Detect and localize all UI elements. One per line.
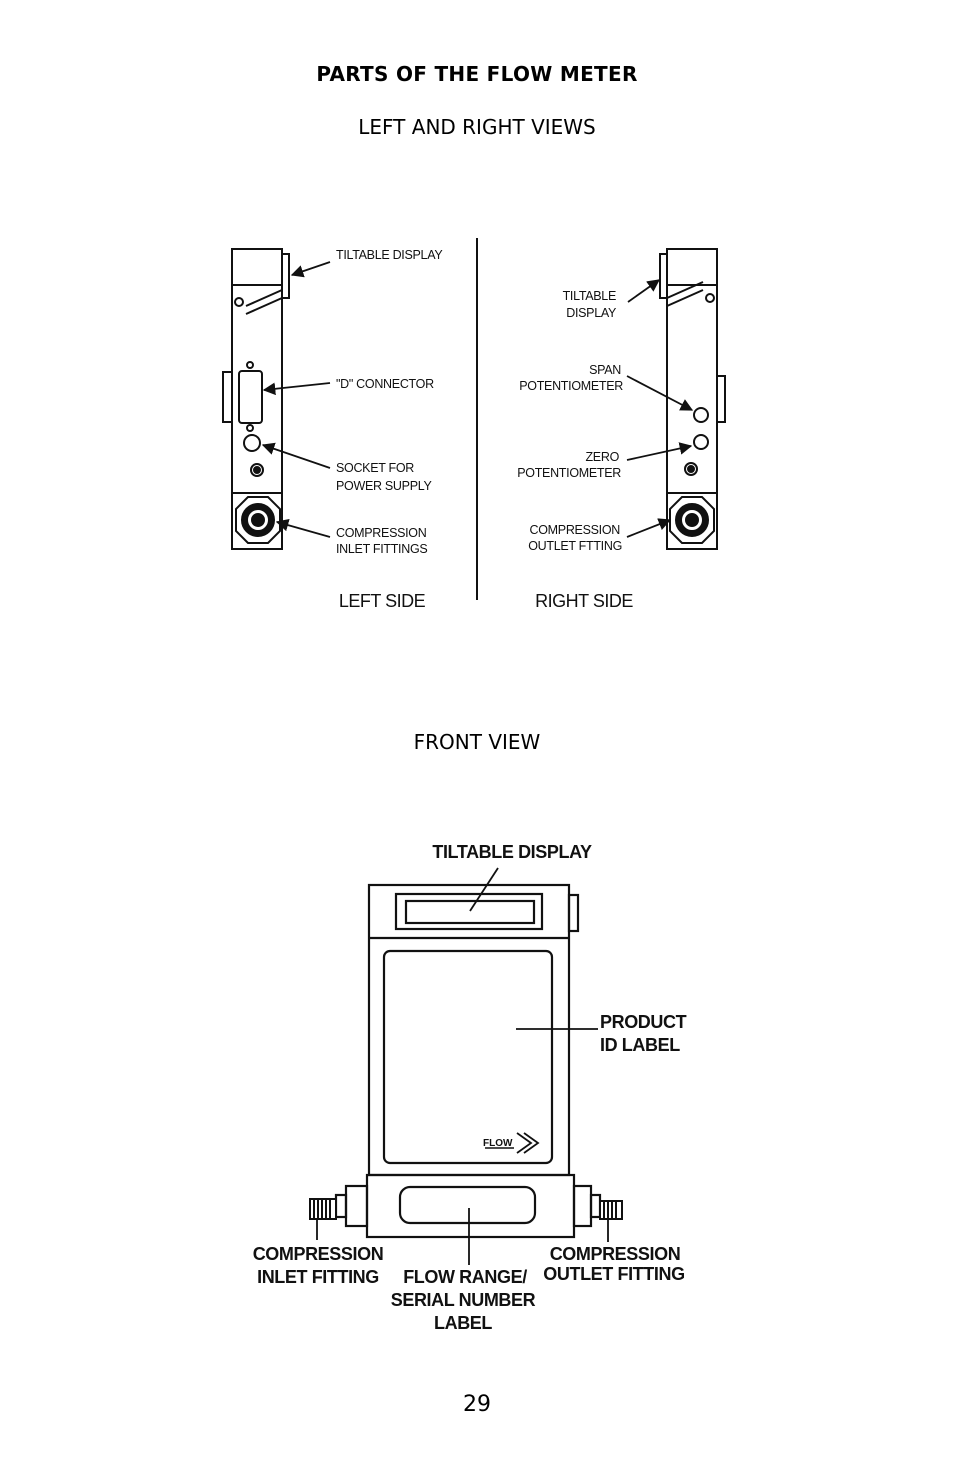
left-label-socket-line1: SOCKET FOR (336, 461, 414, 475)
right-label-tiltable-line1: TILTABLE (563, 289, 616, 303)
left-screw-icon (234, 297, 244, 307)
span-potentiometer-icon (693, 407, 709, 423)
front-label-outlet-line2: OUTLET FITTING (543, 1264, 684, 1284)
inlet-threads-icon (309, 1198, 337, 1220)
front-label-outlet-line1: COMPRESSION (550, 1244, 681, 1264)
right-label-zero-line2: POTENTIOMETER (517, 466, 621, 480)
section-heading-side-views: LEFT AND RIGHT VIEWS (358, 115, 596, 139)
left-label-d-connector: "D" CONNECTOR (336, 377, 434, 391)
front-display-side-edge (567, 893, 580, 933)
right-label-zero-line1: ZERO (585, 450, 619, 464)
outlet-fitting-nut (572, 1184, 593, 1228)
front-label-inlet-line2: INLET FITTING (257, 1267, 379, 1287)
flow-range-label-area (398, 1185, 537, 1225)
left-label-compression-line2: INLET FITTINGS (336, 542, 427, 556)
inlet-fitting-nut-icon (235, 496, 281, 544)
front-label-range-line3: LABEL (434, 1313, 492, 1333)
right-label-tiltable-line2: DISPLAY (566, 306, 617, 320)
front-view (334, 883, 602, 1239)
left-connector-flange (222, 371, 233, 423)
left-leader-lines (261, 261, 331, 538)
front-label-range-line2: SERIAL NUMBER (391, 1290, 536, 1310)
power-socket-icon (243, 434, 261, 452)
flow-marker-text: FLOW (483, 1138, 513, 1149)
left-side-view (222, 248, 290, 550)
left-label-compression-line1: COMPRESSION (336, 526, 427, 540)
right-side-view (659, 248, 726, 550)
section-heading-front-view: FRONT VIEW (413, 730, 541, 754)
right-label-span-line1: SPAN (589, 363, 621, 377)
outlet-fitting-nut-icon (669, 496, 715, 544)
left-label-socket-line2: POWER SUPPLY (336, 479, 432, 493)
page-number: 29 (463, 1392, 491, 1417)
d-connector-icon (238, 370, 263, 424)
front-label-product-line1: PRODUCT (600, 1012, 687, 1032)
front-label-range-line1: FLOW RANGE/ (403, 1267, 527, 1287)
front-base-block (365, 1173, 576, 1239)
right-leader-lines (626, 279, 694, 538)
right-screw-icon (705, 293, 715, 303)
front-label-product-line2: ID LABEL (600, 1035, 680, 1055)
front-leader-lines (316, 867, 609, 1265)
left-display-edge (281, 253, 290, 299)
right-label-compression-line2: OUTLET FTTING (528, 539, 622, 553)
right-label-compression-line1: COMPRESSION (530, 523, 621, 537)
front-label-tiltable-display: TILTABLE DISPLAY (432, 842, 592, 862)
right-side-caption: RIGHT SIDE (535, 591, 633, 611)
flow-arrow-icon (516, 1132, 540, 1154)
left-label-tiltable-display: TILTABLE DISPLAY (336, 248, 443, 262)
zero-potentiometer-icon (693, 434, 709, 450)
outlet-threads-icon (599, 1200, 623, 1220)
right-side-flange (716, 375, 726, 423)
front-label-inlet-line1: COMPRESSION (253, 1244, 384, 1264)
right-label-span-line2: POTENTIOMETER (519, 379, 623, 393)
left-side-caption: LEFT SIDE (339, 591, 426, 611)
product-id-label-area (382, 949, 554, 1165)
front-tiltable-display (394, 892, 544, 931)
page-title: PARTS OF THE FLOW METER (316, 62, 638, 86)
inlet-fitting-nut (344, 1184, 369, 1228)
right-display-edge (659, 253, 668, 299)
